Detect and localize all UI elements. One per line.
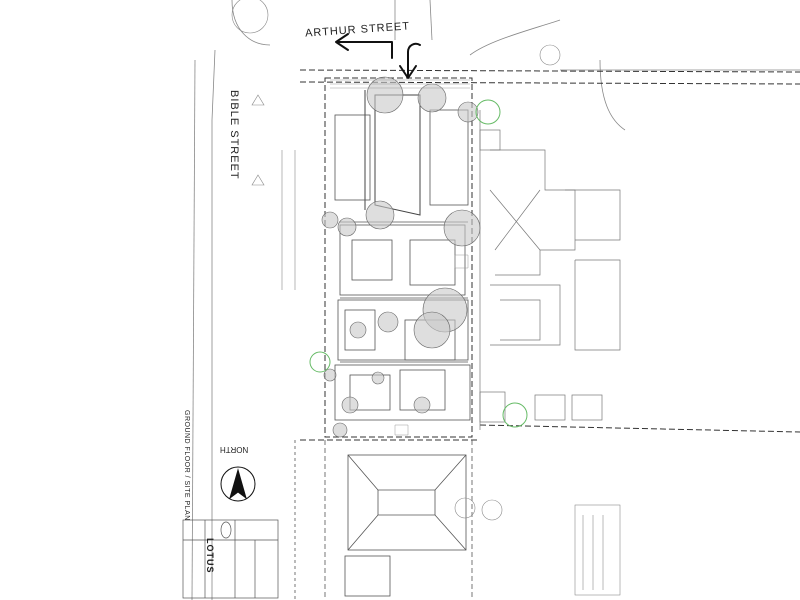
proposed-trees bbox=[309, 99, 528, 428]
traffic-arrows bbox=[335, 33, 421, 79]
title-block bbox=[182, 519, 279, 599]
hatched-areas bbox=[330, 79, 470, 436]
driveway bbox=[364, 90, 421, 216]
north-label: NORTH bbox=[220, 445, 249, 454]
kerb-markings bbox=[251, 94, 296, 290]
road-edges bbox=[191, 0, 800, 600]
legend-block bbox=[574, 504, 621, 596]
plan-title: GROUND FLOOR / SITE PLAN bbox=[183, 410, 190, 521]
bible-street-label: BIBLE STREET bbox=[228, 90, 240, 180]
building-units bbox=[334, 109, 471, 421]
street-trees bbox=[231, 0, 561, 521]
neighbouring-buildings bbox=[479, 110, 621, 430]
existing-trees bbox=[321, 76, 481, 438]
north-arrow-icon bbox=[220, 466, 256, 502]
south-building bbox=[294, 440, 473, 600]
lotus-logo: LOTUS bbox=[205, 538, 215, 574]
